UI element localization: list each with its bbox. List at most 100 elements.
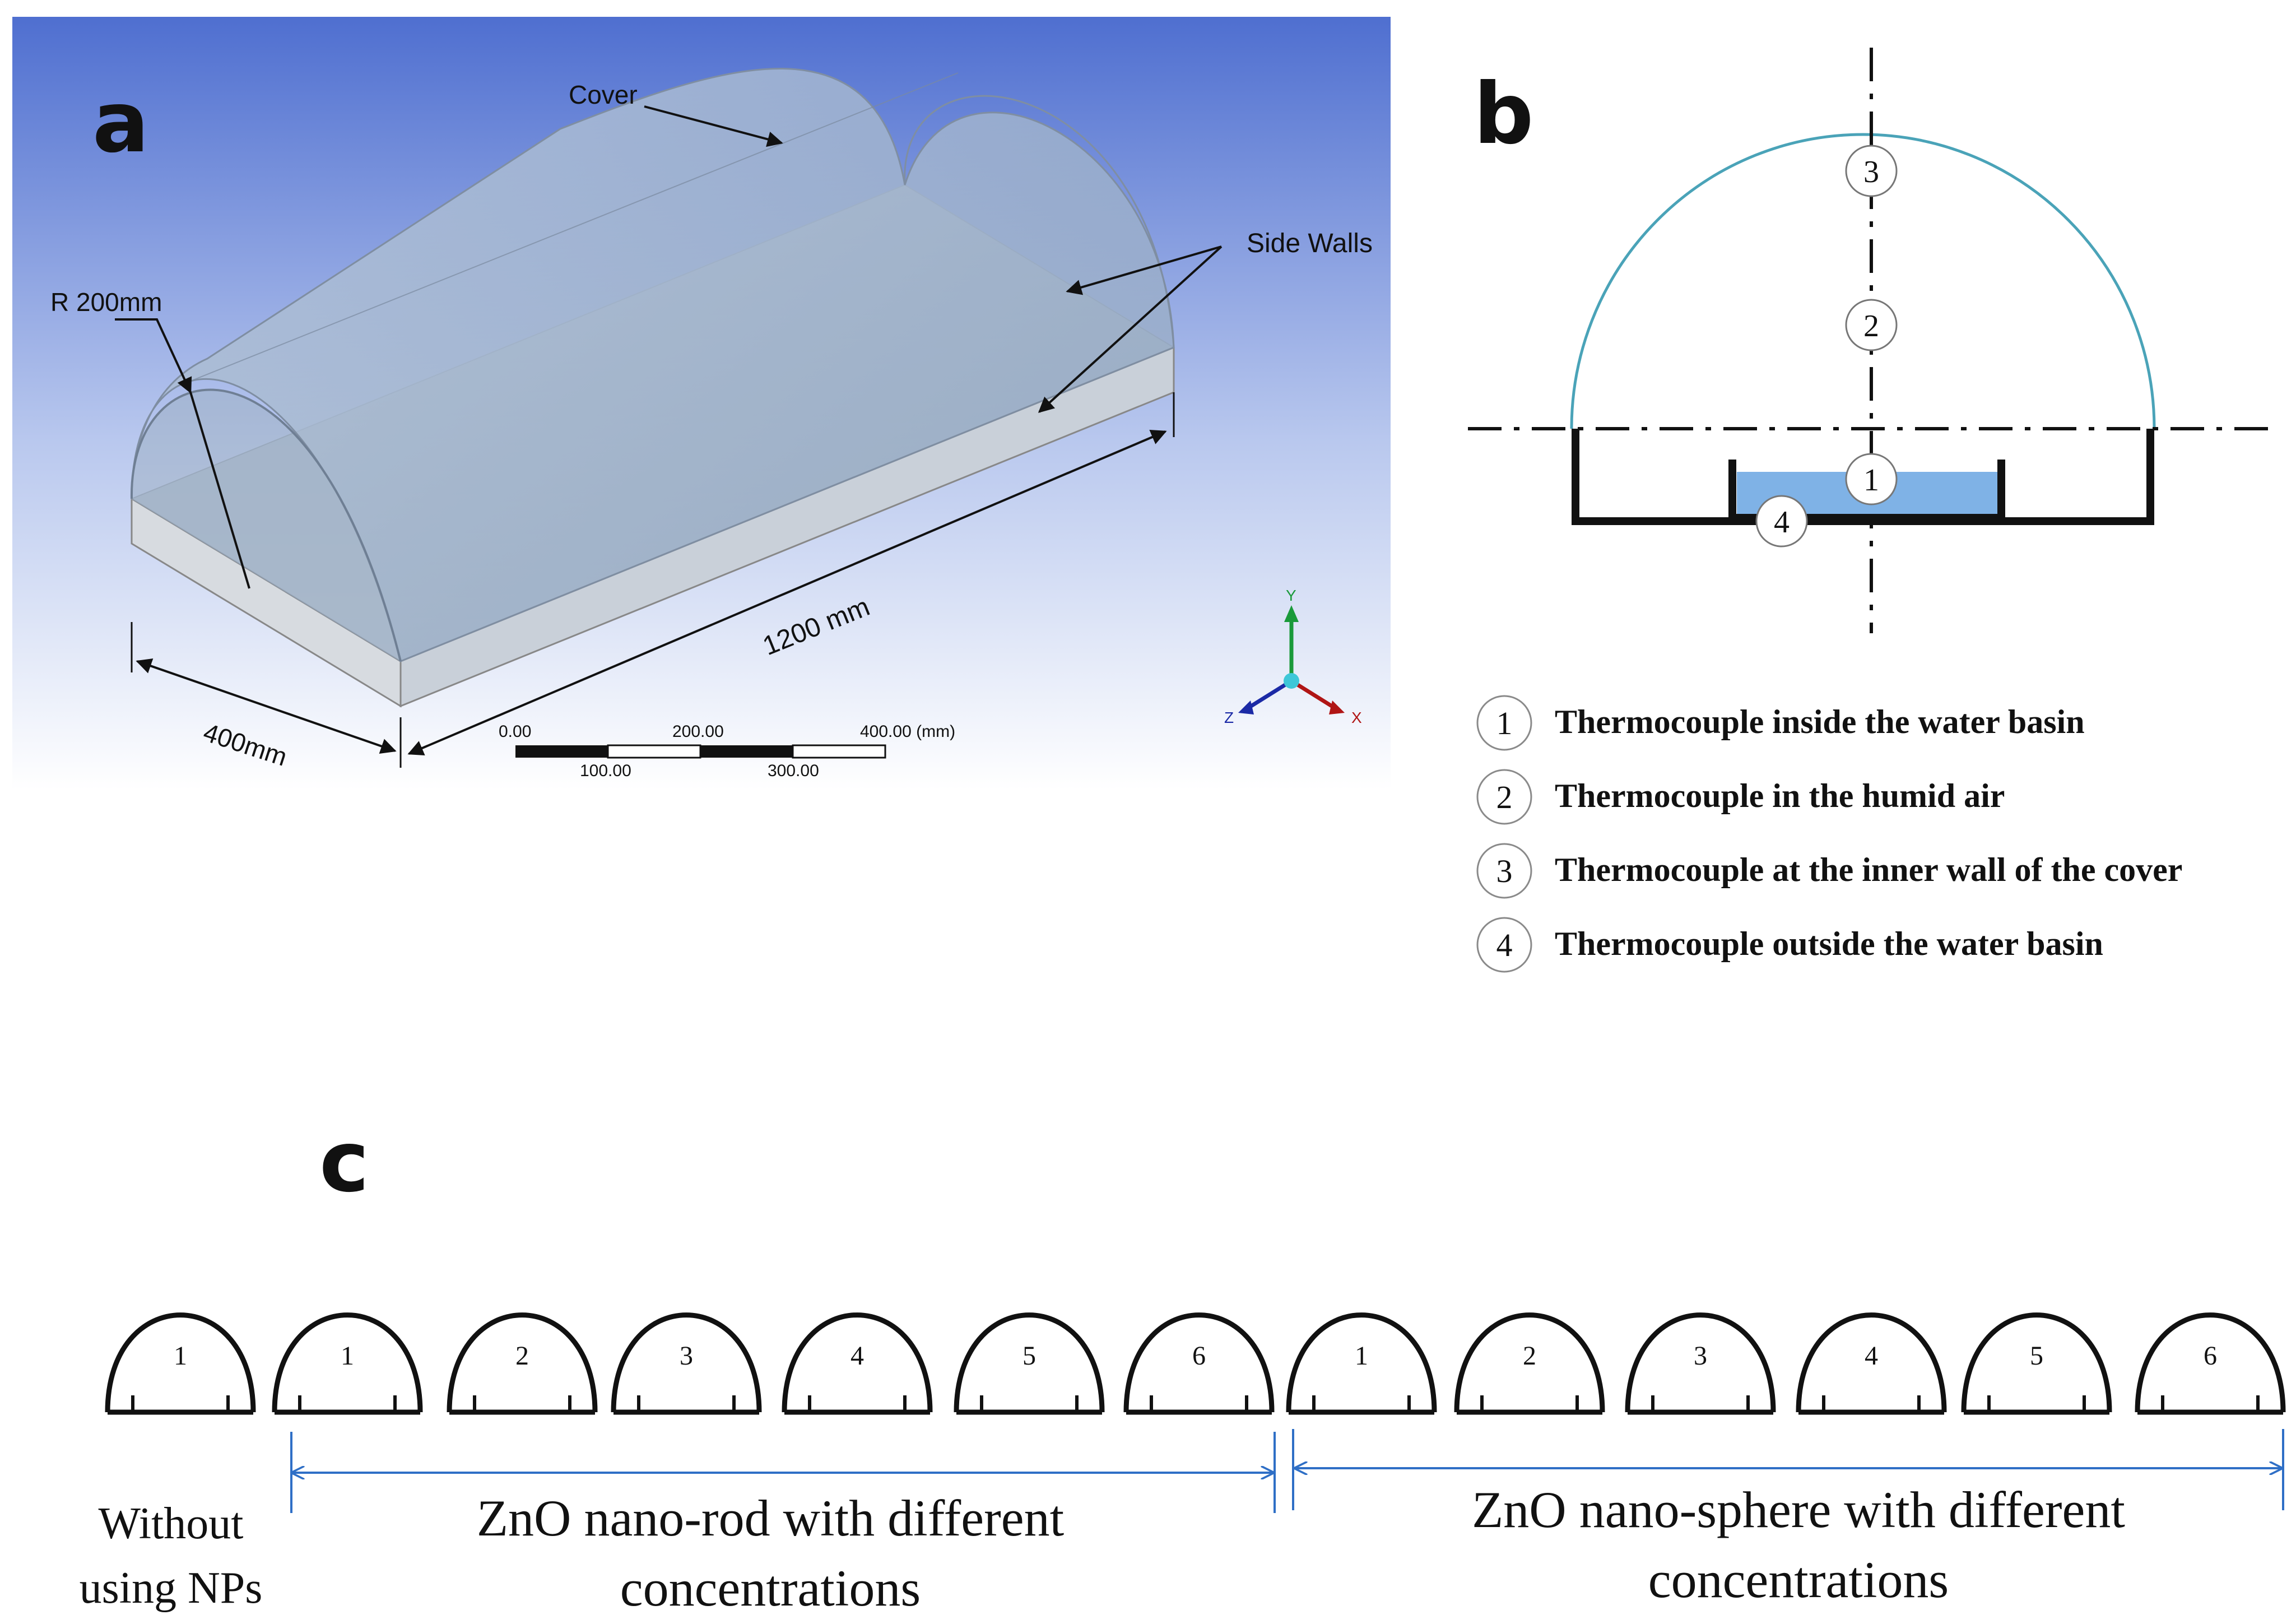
scale-bar: 0.00 200.00 400.00 (mm) 100.00 300.00 (499, 722, 955, 780)
legend-number-2: 2 (1496, 779, 1513, 815)
legend-badge-2 (1476, 769, 1532, 825)
legend-badge-1 (1476, 695, 1532, 751)
still-number-label: 2 (1523, 1341, 1536, 1371)
cover-label: Cover (569, 80, 638, 109)
still-unit-2: 1 (272, 1312, 423, 1415)
side-walls-label: Side Walls (1247, 229, 1373, 258)
scale-tick-100: 100.00 (580, 762, 631, 780)
still-unit-10: 3 (1625, 1312, 1776, 1415)
legend-text-4: Thermocouple outside the water basin (1555, 925, 2103, 962)
still-cover-arc (611, 1312, 762, 1413)
still-number-label: 6 (2204, 1341, 2217, 1371)
marker-4-label: 4 (1774, 505, 1790, 540)
width-dimension-line (136, 658, 397, 754)
still-number-label: 4 (850, 1341, 864, 1371)
still-cover-arc (1286, 1312, 1437, 1413)
still-cover-arc (1625, 1312, 1776, 1413)
scale-tick-0: 0.00 (499, 722, 531, 741)
legend-badge-4 (1476, 917, 1532, 973)
still-unit-1: 1 (105, 1312, 256, 1415)
radius-line (189, 392, 250, 589)
x-axis-label: X (1351, 709, 1362, 726)
scale-segment-4 (792, 744, 886, 759)
still-unit-9: 2 (1454, 1312, 1605, 1415)
length-dimension-line (407, 429, 1167, 756)
still-cover-arc (272, 1312, 423, 1413)
marker-3 (1845, 145, 1898, 197)
still-number-label: 1 (341, 1341, 354, 1371)
z-axis (1245, 679, 1293, 711)
still-unit-7: 6 (1123, 1312, 1275, 1415)
marker-3-label: 3 (1863, 155, 1879, 189)
sphere-group-label-line-2: concentrations (1648, 1551, 1949, 1608)
cover-leader (644, 105, 783, 147)
without-np-label-line-2: using NPs (80, 1563, 263, 1613)
still-cover-arc (1961, 1312, 2112, 1413)
panel-b-letter: b (1474, 66, 1533, 163)
still-number-label: 1 (1355, 1341, 1368, 1371)
marker-4 (1755, 495, 1808, 547)
still-unit-5: 4 (782, 1312, 933, 1415)
x-axis-arrowhead (1329, 700, 1345, 714)
scale-segment-1 (515, 745, 608, 758)
z-axis-arrowhead (1238, 700, 1254, 714)
side-walls-leader-1 (1066, 245, 1222, 295)
legend-text-1: Thermocouple inside the water basin (1555, 703, 2085, 740)
legend-number-1: 1 (1496, 705, 1513, 741)
legend-number-4: 4 (1496, 927, 1513, 963)
cover-ridge-line (190, 72, 959, 382)
sphere-group-label-line-1: ZnO nano-sphere with different (1472, 1481, 2125, 1538)
still-unit-12: 5 (1961, 1312, 2112, 1415)
z-axis-label: Z (1224, 709, 1234, 726)
radius-leader (115, 318, 192, 394)
radius-label: R 200mm (50, 287, 162, 317)
still-row: 1 1 2 3 4 5 6 1 2 3 4 5 6 (105, 1312, 2286, 1415)
rod-group-label-line-1: ZnO nano-rod with different (477, 1490, 1065, 1547)
still-number-label: 3 (1694, 1341, 1707, 1371)
still-cover-arc (1454, 1312, 1605, 1413)
still-cover-arc (2135, 1312, 2286, 1413)
still-number-label: 6 (1192, 1341, 1206, 1371)
still-unit-13: 6 (2135, 1312, 2286, 1415)
still-number-label: 5 (2030, 1341, 2043, 1371)
panel-a: a Cover Side Walls R 200mm 1200 mm (12, 17, 1391, 790)
y-axis-label: Y (1286, 587, 1296, 604)
panel-c-letter: c (319, 1113, 369, 1211)
cover-cross-section-arc (1570, 133, 2156, 429)
still-unit-6: 5 (954, 1312, 1105, 1415)
x-axis (1290, 679, 1337, 711)
scale-tick-300: 300.00 (768, 762, 819, 780)
marker-1-label: 1 (1863, 463, 1879, 498)
cover-back-arc (904, 95, 1175, 348)
cover-surface (131, 68, 1175, 663)
still-cover-arc (1796, 1312, 1947, 1413)
still-number-label: 2 (515, 1341, 529, 1371)
cover-shell (130, 68, 1175, 663)
without-np-label-line-1: Without (99, 1499, 244, 1548)
still-cover-arc (105, 1312, 256, 1413)
still-cover-arc (1123, 1312, 1275, 1413)
side-walls-leader-2 (1038, 245, 1223, 413)
still-unit-3: 2 (447, 1312, 598, 1415)
still-cover-arc (447, 1312, 598, 1413)
legend-text-3: Thermocouple at the inner wall of the co… (1555, 851, 2182, 888)
still-number-label: 1 (174, 1341, 187, 1371)
axis-triad: Y X Z (1224, 587, 1362, 726)
legend-badge-3 (1476, 843, 1532, 899)
scale-segment-2 (607, 744, 701, 759)
legend-text-2: Thermocouple in the humid air (1555, 777, 2005, 814)
marker-1 (1845, 453, 1898, 505)
still-unit-4: 3 (611, 1312, 762, 1415)
legend-number-3: 3 (1496, 853, 1513, 889)
panel-c: c 1 1 2 3 4 5 6 1 2 3 4 5 6 Without using NPs ZnO na… (80, 1113, 2286, 1617)
still-number-label: 3 (680, 1341, 693, 1371)
still-cover-arc (782, 1312, 933, 1413)
scale-tick-200: 200.00 (672, 722, 724, 741)
still-number-label: 5 (1022, 1341, 1036, 1371)
marker-2 (1845, 299, 1898, 351)
still-unit-8: 1 (1286, 1312, 1437, 1415)
still-number-label: 4 (1865, 1341, 1878, 1371)
